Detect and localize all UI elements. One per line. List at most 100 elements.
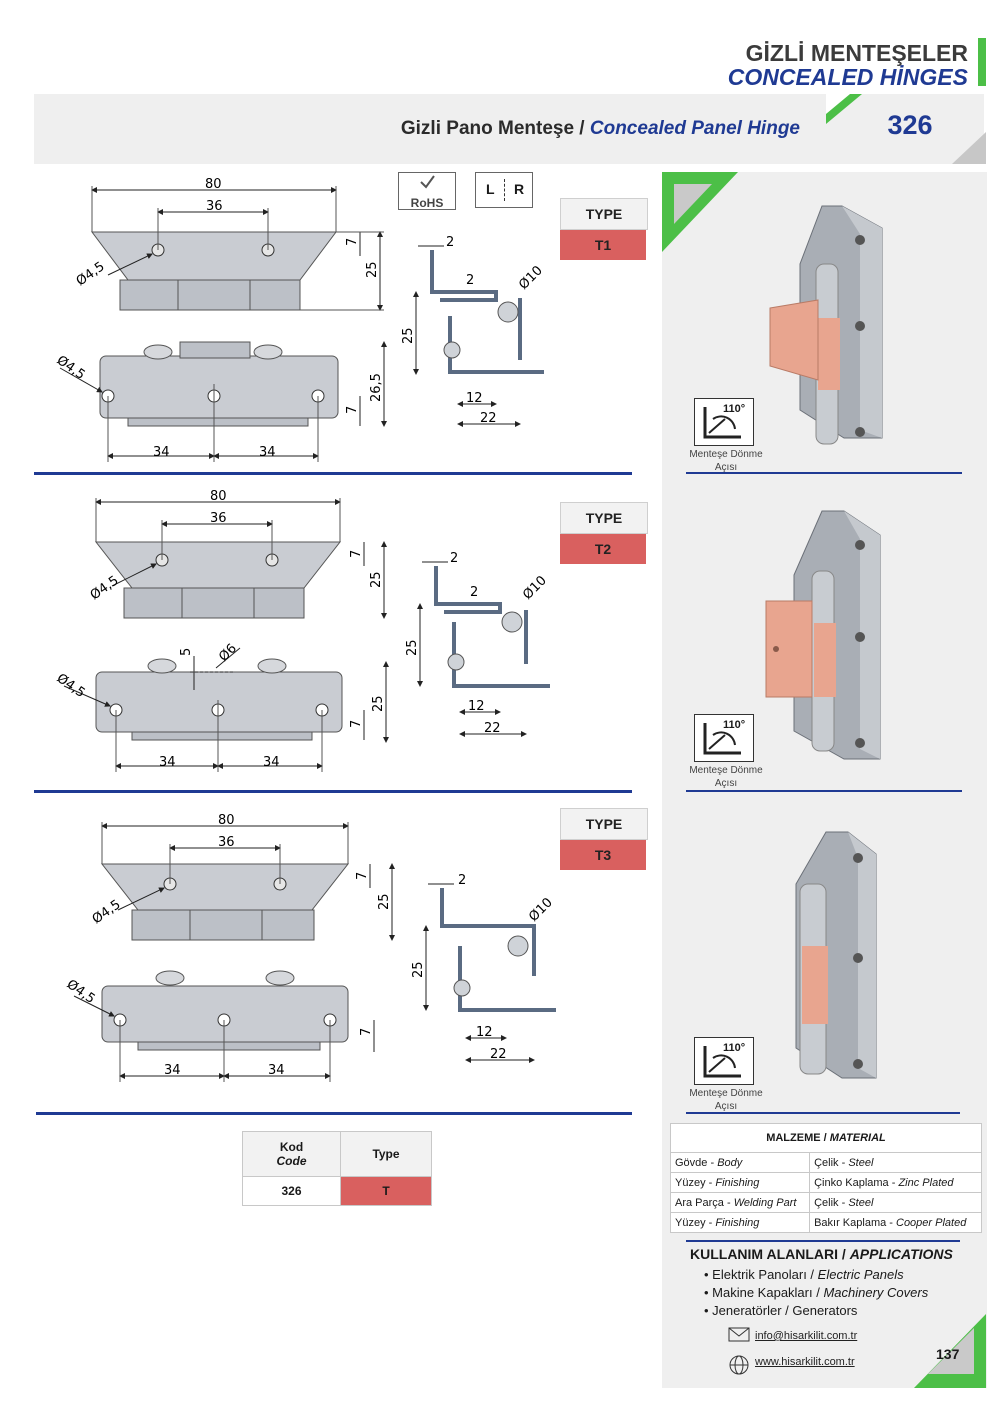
svg-text:80: 80 bbox=[205, 177, 222, 192]
drawing-t2-front-view: 34 34 25 7 Ø4,5 5 Ø6 bbox=[54, 641, 389, 772]
product-title: Gizli Pano Menteşe / Concealed Panel Hin… bbox=[400, 118, 800, 139]
rotation-angle-icon: 110° bbox=[694, 714, 754, 762]
svg-text:22: 22 bbox=[484, 721, 501, 736]
svg-text:25: 25 bbox=[371, 695, 386, 712]
svg-text:34: 34 bbox=[153, 445, 170, 460]
svg-text:2: 2 bbox=[458, 873, 466, 888]
header-accent-bar bbox=[978, 38, 986, 86]
svg-text:Ø4,5: Ø4,5 bbox=[90, 897, 124, 927]
drawing-t1-side-view: 2 2 Ø10 25 12 22 bbox=[401, 235, 546, 427]
list-item: • Jeneratörler / Generators bbox=[704, 1303, 858, 1318]
list-item: • Elektrik Panoları / Electric Panels bbox=[704, 1267, 904, 1282]
category-title-en: CONCEALED HİNGES bbox=[727, 64, 968, 90]
table-row: 326 T bbox=[242, 1176, 432, 1206]
svg-text:34: 34 bbox=[164, 1063, 181, 1078]
website-link[interactable]: www.hisarkilit.com.tr bbox=[755, 1356, 855, 1368]
svg-text:7: 7 bbox=[349, 550, 364, 558]
svg-text:7: 7 bbox=[359, 1028, 374, 1036]
separator bbox=[34, 472, 632, 475]
type-box-t1: TYPE T1 bbox=[560, 198, 648, 260]
svg-text:80: 80 bbox=[210, 489, 227, 504]
svg-text:Ø10: Ø10 bbox=[516, 263, 546, 293]
svg-text:25: 25 bbox=[365, 261, 380, 278]
material-title: MALZEME / MATERIAL bbox=[670, 1123, 982, 1153]
rotation-angle-icon: 110° bbox=[694, 1037, 754, 1085]
svg-text:25: 25 bbox=[377, 893, 392, 910]
svg-text:12: 12 bbox=[466, 391, 483, 406]
svg-text:26,5: 26,5 bbox=[369, 373, 384, 402]
email-link[interactable]: info@hisarkilit.com.tr bbox=[755, 1330, 858, 1342]
svg-text:34: 34 bbox=[159, 755, 176, 770]
svg-text:Ø6: Ø6 bbox=[216, 641, 240, 665]
applications-list: • Elektrik Panoları / Electric Panels • … bbox=[704, 1266, 928, 1320]
rohs-badge: RoHS bbox=[398, 172, 456, 210]
svg-text:12: 12 bbox=[476, 1025, 493, 1040]
rotation-angle-icon: 110° bbox=[694, 398, 754, 446]
corner-accent-panel bbox=[662, 172, 738, 252]
drawing-t1-front-view: 34 34 26,5 7 Ø4,5 bbox=[54, 341, 387, 462]
separator bbox=[34, 790, 632, 793]
corner-accent-bottom bbox=[952, 132, 986, 164]
svg-text:36: 36 bbox=[218, 835, 235, 850]
svg-text:25: 25 bbox=[405, 639, 420, 656]
svg-text:25: 25 bbox=[369, 571, 384, 588]
svg-text:80: 80 bbox=[218, 813, 235, 828]
separator bbox=[686, 1240, 960, 1242]
drawing-t3-side-view: 2 Ø10 25 12 22 bbox=[411, 873, 556, 1063]
svg-text:34: 34 bbox=[263, 755, 280, 770]
drawing-t2-side-view: 2 2 Ø10 25 12 22 bbox=[405, 551, 550, 737]
svg-text:2: 2 bbox=[466, 273, 474, 288]
svg-text:Ø4,5: Ø4,5 bbox=[54, 671, 88, 701]
svg-text:2: 2 bbox=[470, 585, 478, 600]
drawing-t3-front-view: 34 34 7 Ø4,5 bbox=[64, 970, 375, 1082]
title-band bbox=[34, 94, 984, 164]
svg-text:22: 22 bbox=[490, 1047, 507, 1062]
svg-text:Ø4,5: Ø4,5 bbox=[88, 573, 122, 603]
svg-text:7: 7 bbox=[355, 872, 370, 880]
svg-text:25: 25 bbox=[401, 327, 416, 344]
svg-text:7: 7 bbox=[345, 238, 360, 246]
email-icon bbox=[728, 1327, 750, 1342]
type-header: Type bbox=[340, 1131, 432, 1177]
corner-accent-top bbox=[826, 94, 862, 124]
left-right-badge: L R bbox=[475, 172, 533, 208]
page-corner bbox=[914, 1314, 986, 1388]
technical-drawings: 80 36 7 25 Ø4,5 34 34 26,5 7 Ø4,5 2 2 Ø1… bbox=[54, 177, 556, 1082]
svg-text:Ø4,5: Ø4,5 bbox=[64, 977, 98, 1007]
svg-text:2: 2 bbox=[450, 551, 458, 566]
svg-text:36: 36 bbox=[206, 199, 223, 214]
separator bbox=[36, 1112, 632, 1115]
svg-text:34: 34 bbox=[268, 1063, 285, 1078]
separator bbox=[686, 472, 962, 474]
page-number: 137 bbox=[936, 1346, 960, 1362]
svg-text:7: 7 bbox=[349, 720, 364, 728]
separator bbox=[686, 790, 962, 792]
svg-text:Ø4,5: Ø4,5 bbox=[74, 259, 108, 289]
drawing-t2-top-view: 80 36 7 25 Ø4,5 bbox=[88, 489, 387, 619]
svg-text:25: 25 bbox=[411, 961, 426, 978]
check-icon bbox=[420, 175, 435, 189]
type-box-t3: TYPE T3 bbox=[560, 808, 648, 870]
svg-text:Ø10: Ø10 bbox=[526, 895, 556, 925]
svg-text:22: 22 bbox=[480, 411, 497, 426]
hinge-photo-t2 bbox=[765, 510, 881, 760]
category-title-tr: GİZLİ MENTEŞELER bbox=[745, 40, 968, 66]
applications-title: KULLANIM ALANLARI / APPLICATIONS bbox=[690, 1246, 953, 1262]
svg-text:5: 5 bbox=[179, 648, 194, 656]
hinge-photo-t1 bbox=[769, 205, 883, 445]
svg-text:12: 12 bbox=[468, 699, 485, 714]
svg-text:34: 34 bbox=[259, 445, 276, 460]
drawing-t1-top-view: 80 36 7 25 Ø4,5 bbox=[74, 177, 384, 311]
separator bbox=[686, 1112, 960, 1114]
globe-icon bbox=[729, 1355, 749, 1375]
